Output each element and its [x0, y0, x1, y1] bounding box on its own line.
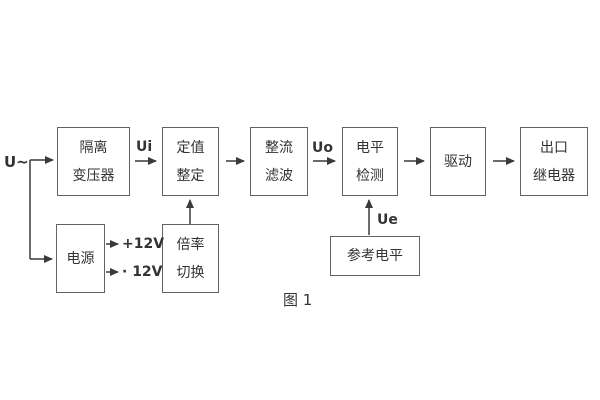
block-label-line: 整定: [176, 167, 205, 184]
block-label-line: 检测: [356, 167, 384, 184]
block-ratio-switch: 倍率 切换: [162, 224, 219, 293]
block-label-line: 滤波: [265, 167, 293, 184]
label-input-u: U~: [4, 153, 29, 171]
block-drive: 驱动: [430, 127, 486, 196]
block-label-line: 变压器: [72, 167, 115, 184]
label-plus-12v: +12V: [122, 236, 165, 252]
block-reference-level: 参考电平: [330, 236, 420, 276]
label-ui: Ui: [136, 139, 153, 155]
figure-caption: 图 1: [283, 291, 313, 309]
block-label-line: 参考电平: [347, 248, 403, 264]
block-label-line: 出口: [540, 139, 568, 156]
label-minus-12v: · 12V: [122, 264, 163, 280]
block-label-line: 切换: [176, 264, 205, 281]
block-label-line: 电源: [66, 250, 95, 267]
block-label-line: 继电器: [533, 167, 575, 184]
block-power-supply: 电源: [56, 224, 105, 293]
block-output-relay: 出口 继电器: [520, 127, 588, 196]
block-level-detection: 电平 检测: [342, 127, 398, 196]
block-isolation-transformer: 隔离 变压器: [57, 127, 130, 196]
block-label-line: 隔离: [79, 139, 108, 156]
block-label-line: 电平: [356, 139, 384, 156]
block-rectifier-filter: 整流 滤波: [250, 127, 308, 196]
block-setpoint-setting: 定值 整定: [162, 127, 219, 196]
block-label-line: 倍率: [176, 236, 205, 253]
block-label-line: 整流: [265, 139, 293, 156]
block-label-line: 定值: [176, 139, 205, 156]
block-label-line: 驱动: [444, 153, 472, 170]
label-uo: Uo: [312, 140, 333, 156]
label-ue: Ue: [377, 212, 398, 228]
